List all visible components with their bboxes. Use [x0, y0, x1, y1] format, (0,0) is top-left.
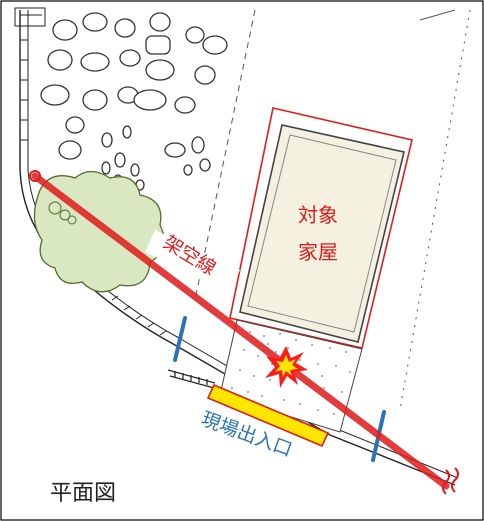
property-lines [194, 9, 471, 411]
target-house-label-2: 家屋 [298, 240, 338, 264]
front-fence [167, 369, 216, 389]
gate-post-left [173, 316, 187, 362]
corner-post [14, 7, 46, 27]
overhead-line [29, 170, 459, 495]
entrance-bar [206, 383, 330, 448]
target-house-label-1: 対象 [298, 203, 338, 227]
plan-view-label: 平面図 [50, 481, 116, 506]
impact-burst-icon [265, 346, 308, 388]
target-house [229, 107, 413, 349]
garden-stones [40, 12, 228, 191]
overhead-line-label-bg [145, 230, 240, 292]
